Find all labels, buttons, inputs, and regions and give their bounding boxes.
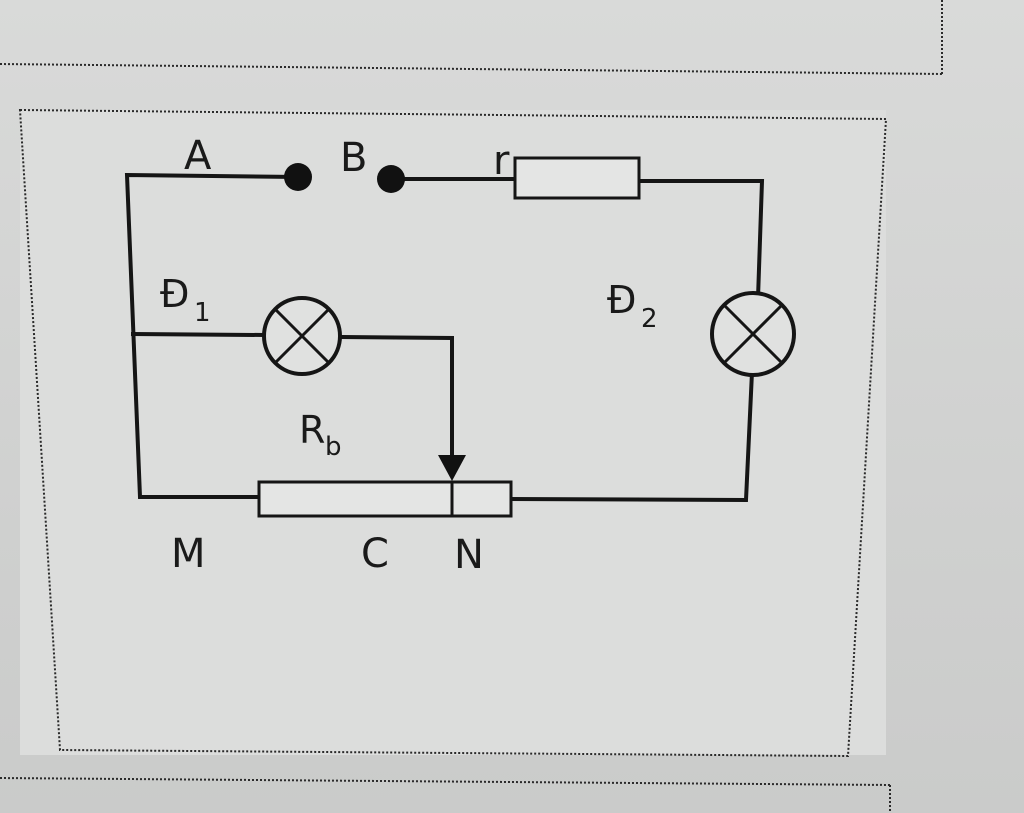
label-d2: Đ: [607, 278, 636, 322]
label-rb: R: [299, 408, 325, 452]
label-b: B: [340, 135, 367, 181]
resistor-r: [513, 156, 641, 200]
wire-d1-left: [130, 331, 266, 338]
wire-r-to-d2: [637, 179, 765, 301]
wire-d1-to-slider: [339, 334, 454, 460]
wire-d2-to-n: [508, 369, 755, 503]
figure-frame: [18, 108, 888, 758]
label-a: A: [184, 133, 212, 179]
label-d1: Đ: [160, 272, 189, 316]
lamp-d2-icon: [710, 291, 796, 377]
label-n: N: [454, 532, 484, 578]
top-document-frame: [0, 0, 943, 75]
label-m: M: [171, 531, 206, 577]
bottom-document-frame: [0, 777, 891, 813]
rheostat-rb: [257, 455, 513, 518]
slider-arrow-icon: [438, 455, 466, 481]
terminal-a: [284, 163, 312, 191]
circuit-wires: [124, 172, 765, 503]
lamp-d1-icon: [262, 296, 342, 376]
label-d1-sub: 1: [194, 298, 211, 328]
label-rb-sub: b: [325, 432, 342, 462]
label-d2-sub: 2: [641, 304, 658, 334]
terminal-b: [377, 165, 405, 193]
label-c: C: [361, 531, 389, 577]
label-r: r: [493, 138, 510, 184]
